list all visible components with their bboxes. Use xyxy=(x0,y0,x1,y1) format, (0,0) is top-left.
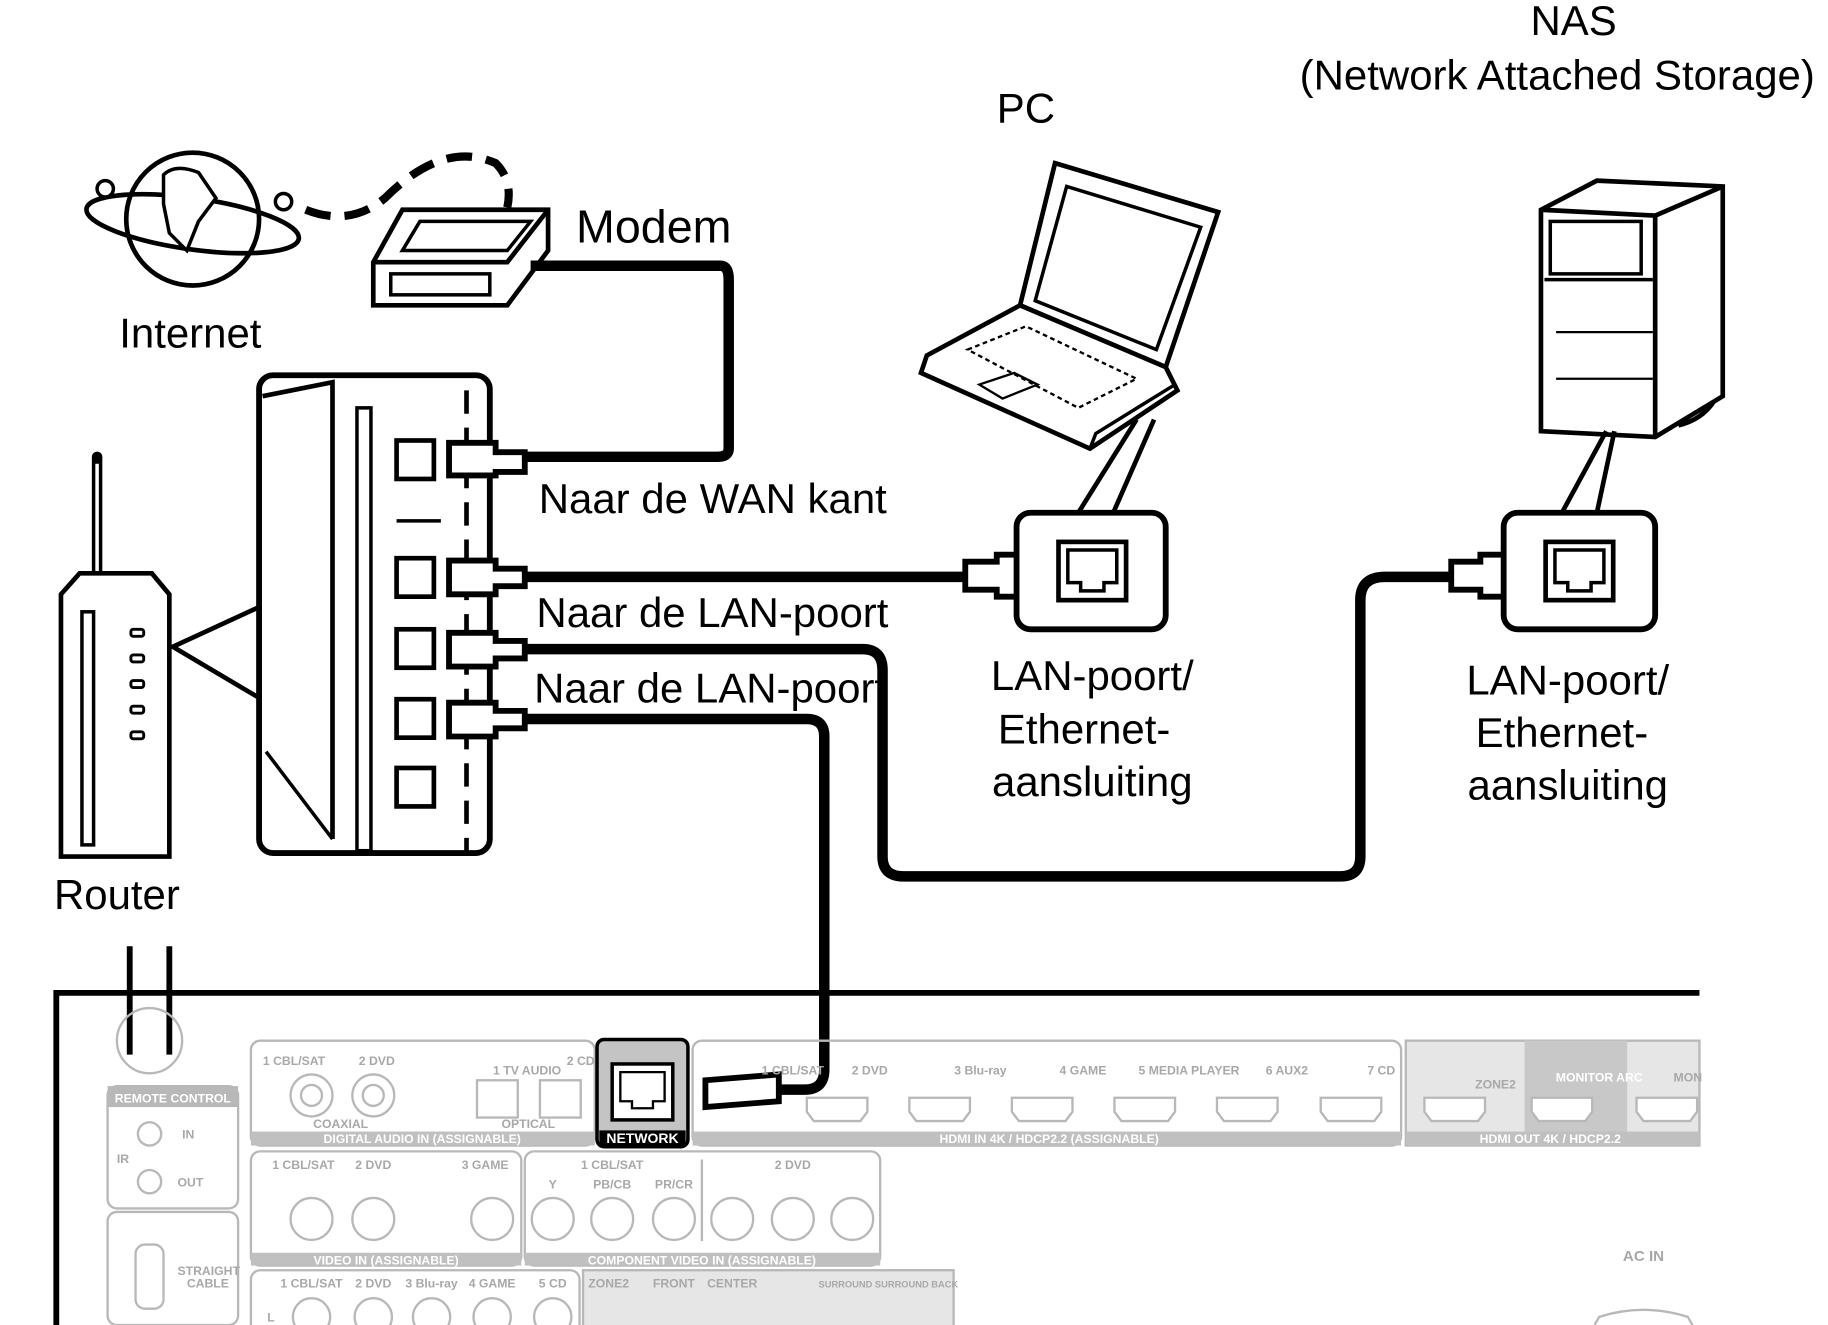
router-plugs xyxy=(446,439,528,740)
hdmi-inputs: 1 CBL/SAT 2 DVD 3 Blu-ray 4 GAME 5 MEDIA… xyxy=(762,1063,1395,1123)
svg-text:1 TV AUDIO: 1 TV AUDIO xyxy=(493,1063,561,1077)
svg-text:7 CD: 7 CD xyxy=(1367,1063,1395,1077)
receiver-plug xyxy=(702,1071,782,1111)
svg-text:IN: IN xyxy=(182,1128,194,1142)
svg-text:1 CBL/SAT: 1 CBL/SAT xyxy=(263,1054,326,1068)
svg-text:5 MEDIA PLAYER: 5 MEDIA PLAYER xyxy=(1139,1063,1240,1077)
svg-text:DIGITAL AUDIO IN (ASSIGNABLE): DIGITAL AUDIO IN (ASSIGNABLE) xyxy=(324,1132,521,1146)
svg-text:AC IN: AC IN xyxy=(1623,1248,1664,1265)
svg-text:5 CD: 5 CD xyxy=(539,1277,567,1291)
svg-text:1 CBL/SAT: 1 CBL/SAT xyxy=(272,1158,335,1172)
internet-globe-icon xyxy=(84,150,302,288)
svg-text:ZONE2: ZONE2 xyxy=(588,1277,629,1291)
svg-text:IR: IR xyxy=(117,1152,129,1166)
modem-label: Modem xyxy=(576,200,731,252)
callout-pointer xyxy=(167,602,264,704)
wan-cable xyxy=(524,260,734,463)
svg-text:CABLE: CABLE xyxy=(187,1277,229,1291)
svg-text:PB/CB: PB/CB xyxy=(593,1178,631,1192)
svg-text:2 DVD: 2 DVD xyxy=(359,1054,395,1068)
svg-text:MON: MON xyxy=(1674,1070,1703,1084)
svg-text:PR/CR: PR/CR xyxy=(655,1178,693,1192)
svg-text:Ethernet-: Ethernet- xyxy=(998,705,1171,752)
wireless-link xyxy=(304,152,513,221)
svg-text:aansluiting: aansluiting xyxy=(1468,761,1669,808)
nas-tower-icon xyxy=(1538,178,1726,440)
router-ports-callout xyxy=(256,372,493,856)
svg-text:OUT: OUT xyxy=(178,1175,204,1189)
svg-text:L: L xyxy=(267,1311,275,1325)
pc-port-label: LAN-poort/ Ethernet- aansluiting xyxy=(991,652,1194,805)
svg-text:REMOTE CONTROL: REMOTE CONTROL xyxy=(115,1091,232,1105)
svg-text:OPTICAL: OPTICAL xyxy=(501,1117,555,1131)
lan-label-1: Naar de LAN-poort xyxy=(536,589,888,636)
svg-text:1 CBL/SAT: 1 CBL/SAT xyxy=(280,1277,343,1291)
lan-cable-nas xyxy=(524,571,1452,882)
router-icon xyxy=(58,451,172,859)
svg-text:6 AUX2: 6 AUX2 xyxy=(1266,1063,1309,1077)
modem-icon xyxy=(370,207,551,308)
svg-text:aansluiting: aansluiting xyxy=(992,758,1193,805)
svg-text:3 Blu-ray: 3 Blu-ray xyxy=(405,1277,457,1291)
svg-text:2 DVD: 2 DVD xyxy=(355,1158,391,1172)
pc-callout-pointer xyxy=(1076,418,1157,514)
receiver-rear-panel: REMOTE CONTROL IR IN OUT STRAIGHT CABLE … xyxy=(53,946,1703,1325)
svg-text:MONITOR ARC: MONITOR ARC xyxy=(1556,1070,1643,1084)
svg-text:2 DVD: 2 DVD xyxy=(852,1063,888,1077)
svg-text:LAN-poort/: LAN-poort/ xyxy=(1466,657,1669,704)
svg-text:1 CBL/SAT: 1 CBL/SAT xyxy=(581,1158,644,1172)
svg-text:4 GAME: 4 GAME xyxy=(469,1277,516,1291)
svg-text:SURROUND SURROUND BACK: SURROUND SURROUND BACK xyxy=(819,1280,959,1290)
svg-text:NETWORK: NETWORK xyxy=(606,1130,678,1146)
svg-text:4 GAME: 4 GAME xyxy=(1060,1063,1107,1077)
internet-label: Internet xyxy=(119,309,262,356)
svg-text:LAN-poort/: LAN-poort/ xyxy=(991,652,1194,699)
svg-text:3 Blu-ray: 3 Blu-ray xyxy=(954,1063,1006,1077)
nas-lan-port-callout xyxy=(1500,509,1659,633)
svg-text:HDMI IN 4K / HDCP2.2 (ASSIGNAB: HDMI IN 4K / HDCP2.2 (ASSIGNABLE) xyxy=(940,1132,1159,1146)
svg-text:3 GAME: 3 GAME xyxy=(462,1158,509,1172)
svg-text:2 CD: 2 CD xyxy=(567,1054,595,1068)
svg-text:Y: Y xyxy=(549,1178,557,1192)
wan-label: Naar de WAN kant xyxy=(539,475,887,522)
router-label: Router xyxy=(54,871,180,918)
network-port[interactable]: NETWORK xyxy=(595,1037,690,1149)
svg-text:1 CBL/SAT: 1 CBL/SAT xyxy=(762,1063,825,1077)
svg-text:Ethernet-: Ethernet- xyxy=(1476,709,1649,756)
svg-text:HDMI OUT 4K / HDCP2.2: HDMI OUT 4K / HDCP2.2 xyxy=(1480,1132,1621,1146)
svg-text:VIDEO IN (ASSIGNABLE): VIDEO IN (ASSIGNABLE) xyxy=(313,1253,458,1267)
pc-label: PC xyxy=(997,84,1055,131)
pc-lan-port-callout xyxy=(1013,509,1169,633)
lan-label-2: Naar de LAN-poort xyxy=(534,665,886,712)
nas-port-label: LAN-poort/ Ethernet- aansluiting xyxy=(1466,657,1669,809)
lan-cable-receiver xyxy=(524,713,830,1095)
svg-text:COAXIAL: COAXIAL xyxy=(313,1117,369,1131)
nas-callout-pointer xyxy=(1559,430,1617,514)
svg-text:2 DVD: 2 DVD xyxy=(355,1277,391,1291)
nas-label-full: (Network Attached Storage) xyxy=(1300,52,1815,99)
svg-text:CENTER: CENTER xyxy=(707,1277,757,1291)
nas-label: NAS xyxy=(1530,0,1616,44)
svg-text:COMPONENT VIDEO IN (ASSIGNABLE: COMPONENT VIDEO IN (ASSIGNABLE) xyxy=(588,1253,816,1267)
svg-text:ZONE2: ZONE2 xyxy=(1475,1077,1516,1091)
laptop-icon xyxy=(918,160,1222,452)
svg-text:STRAIGHT: STRAIGHT xyxy=(178,1264,241,1278)
svg-text:FRONT: FRONT xyxy=(653,1277,696,1291)
svg-text:2 DVD: 2 DVD xyxy=(775,1158,811,1172)
